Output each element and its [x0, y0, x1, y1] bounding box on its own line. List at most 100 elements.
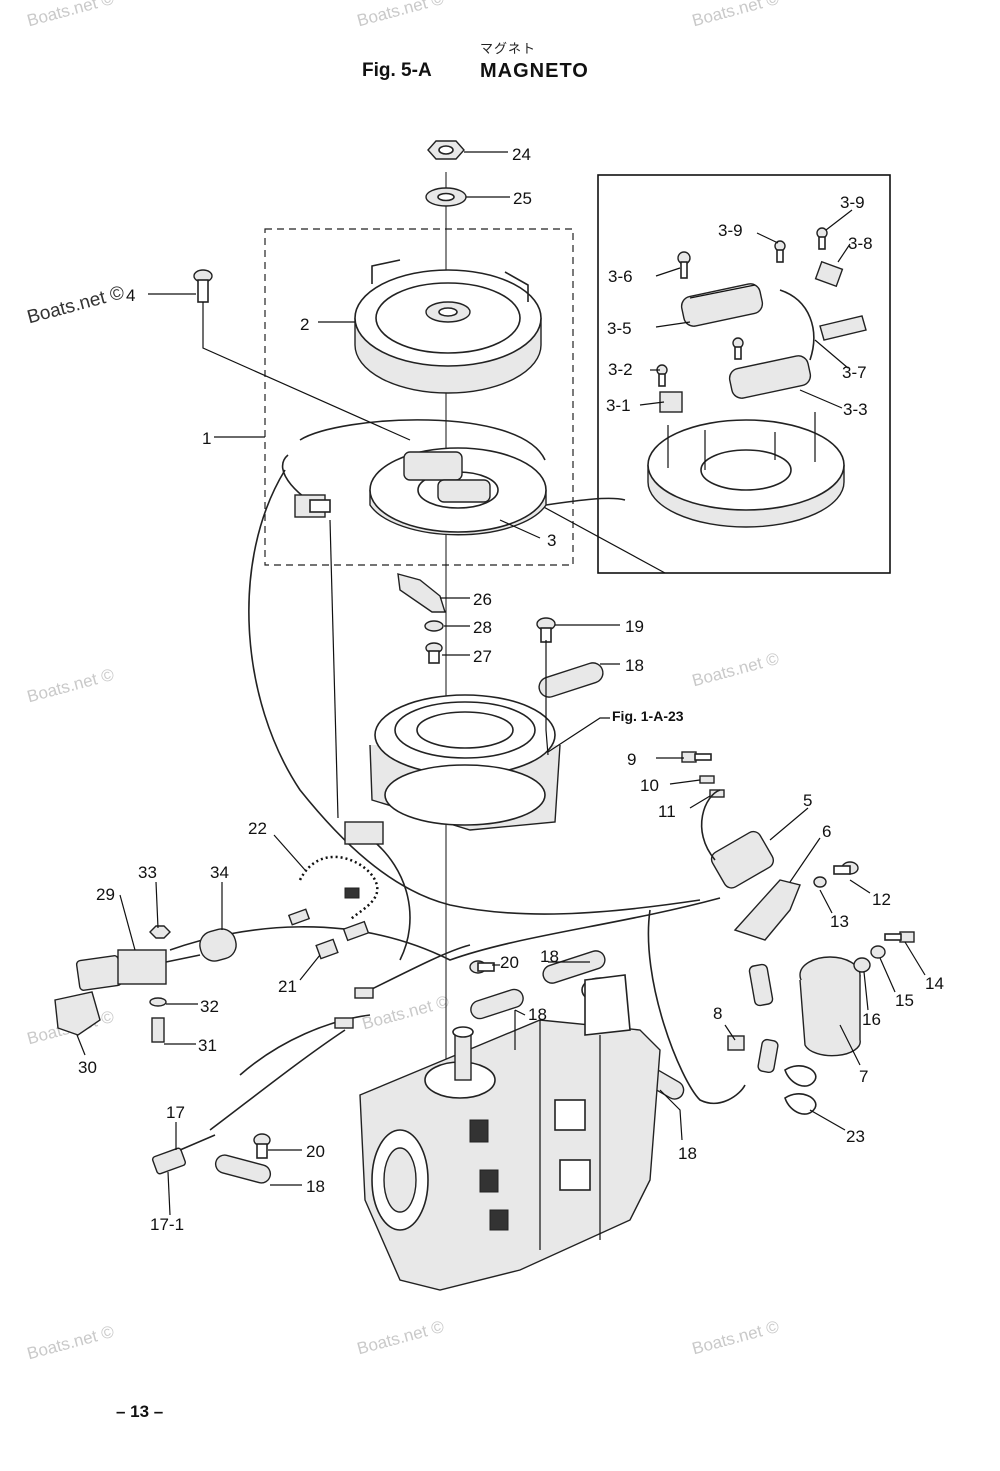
callout-29: 29 [96, 885, 115, 904]
callout-3-9: 3-9 [840, 193, 865, 212]
assembly-group-box [264, 228, 574, 566]
washer-part [699, 775, 725, 798]
mounting-plate-part [369, 694, 561, 831]
clamp-part [814, 260, 844, 288]
washer-part [425, 187, 467, 207]
callout-18: 18 [306, 1177, 325, 1196]
callout-19: 19 [625, 617, 644, 636]
callout-3-3: 3-3 [843, 400, 868, 419]
callout-10: 10 [640, 776, 659, 795]
wire-harness [169, 897, 721, 961]
callout-labels: 24 25 4 2 1 3 3-9 3-9 3-8 3-6 3-5 3-7 3-… [78, 145, 944, 1234]
inset-base-plate [647, 412, 845, 528]
coil-part [728, 355, 812, 399]
figure-title: MAGNETO [480, 60, 589, 82]
connector-part [287, 908, 374, 1029]
page-number: – 13 – [116, 1402, 164, 1421]
inset-leader [539, 504, 666, 574]
clip-part [784, 1065, 817, 1115]
bracket-part [397, 573, 446, 613]
coil-part [680, 283, 764, 327]
callout-25: 25 [513, 189, 532, 208]
callout-6: 6 [822, 822, 831, 841]
coil-wire [647, 909, 746, 1105]
wire-harness [209, 1029, 346, 1131]
wire-harness [369, 837, 411, 961]
header-katakana: マグネト [480, 42, 537, 57]
callout-14: 14 [925, 974, 944, 993]
callout-28: 28 [473, 618, 492, 637]
callout-1: 1 [202, 429, 211, 448]
screw-part [253, 960, 495, 1159]
callout-17: 17 [166, 1103, 185, 1122]
callout-3-5: 3-5 [607, 319, 632, 338]
callout-27: 27 [473, 647, 492, 666]
callout-24: 24 [512, 145, 531, 164]
callout-13: 13 [830, 912, 849, 931]
callout-15: 15 [895, 991, 914, 1010]
callout-18: 18 [528, 1005, 547, 1024]
callout-30: 30 [78, 1058, 97, 1077]
callout-3-9: 3-9 [718, 221, 743, 240]
cap-part [727, 1035, 745, 1051]
callout-11: 11 [658, 802, 676, 821]
callout-18: 18 [625, 656, 644, 675]
callout-3-2: 3-2 [608, 360, 633, 379]
washer-part [149, 997, 167, 1007]
callout-17-1: 17-1 [150, 1215, 184, 1234]
screw-part [853, 931, 915, 973]
switch-part [75, 949, 201, 991]
chain-part [298, 855, 379, 921]
wire-harness [239, 1014, 371, 1076]
cable-part [779, 289, 867, 361]
callout-12: 12 [872, 890, 891, 909]
callout-20: 20 [306, 1142, 325, 1161]
plate-part [538, 662, 604, 698]
callout-18: 18 [678, 1144, 697, 1163]
callout-20: 20 [500, 953, 519, 972]
callout-21: 21 [278, 977, 297, 996]
callout-23: 23 [846, 1127, 865, 1146]
connector-part [294, 494, 331, 518]
screw-part [813, 861, 859, 888]
callout-34: 34 [210, 863, 229, 882]
crankcase-part [359, 974, 661, 1291]
callout-7: 7 [859, 1067, 868, 1086]
callout-33: 33 [138, 863, 157, 882]
callout-32: 32 [200, 997, 219, 1016]
callout-3-7: 3-7 [842, 363, 867, 382]
ignition-coil-part [748, 956, 861, 1074]
grommet-part [199, 928, 237, 962]
wire-lead [329, 519, 339, 819]
washer-part [424, 620, 444, 632]
callout-16: 16 [862, 1010, 881, 1029]
callout-3-1: 3-1 [606, 396, 631, 415]
screw-part [536, 617, 556, 643]
callout-26: 26 [473, 590, 492, 609]
nut-part [149, 925, 171, 939]
screw-part [681, 751, 712, 763]
callout-3-6: 3-6 [608, 267, 633, 286]
connector-part [344, 821, 384, 845]
cover-part [54, 991, 101, 1036]
callout-fig-ref: Fig. 1-A-23 [612, 708, 684, 724]
terminal-part [344, 887, 360, 899]
wire-harness [248, 469, 701, 915]
nut-part [427, 140, 465, 160]
callout-5: 5 [803, 791, 812, 810]
callout-3: 3 [547, 531, 556, 550]
ignition-unit-part [700, 789, 775, 889]
detail-inset-box [597, 174, 891, 574]
callout-4: 4 [126, 286, 135, 305]
callout-22: 22 [248, 819, 267, 838]
figure-number: Fig. 5-A [362, 60, 432, 81]
bolt-part [425, 642, 443, 664]
callout-31: 31 [198, 1036, 217, 1055]
crankshaft-part [452, 1026, 474, 1081]
wire-harness [359, 944, 471, 996]
screw-part [151, 1017, 165, 1043]
callout-3-8: 3-8 [848, 234, 873, 253]
callout-8: 8 [713, 1004, 722, 1023]
